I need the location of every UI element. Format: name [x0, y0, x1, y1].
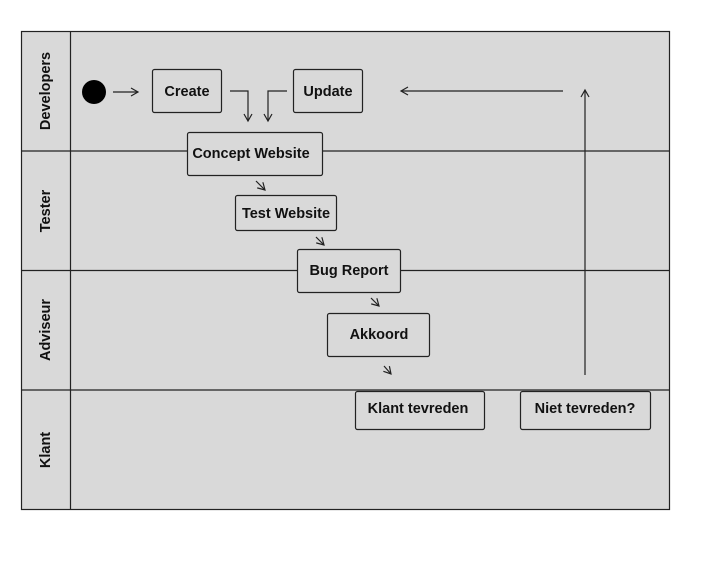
node-bug-report[interactable]: Bug Report: [296, 248, 402, 294]
node-niet-tevreden-label: Niet tevreden?: [535, 401, 636, 417]
node-create[interactable]: Create: [151, 68, 223, 114]
lane-label-klant: Klant: [38, 432, 54, 468]
node-update-box: [292, 68, 364, 114]
node-test-website[interactable]: Test Website: [234, 194, 338, 232]
arrow-create-to-concept: [230, 90, 253, 123]
arrow-bug-to-akkoord: [370, 297, 380, 307]
node-akkoord-box: [326, 312, 431, 358]
arrow-test-to-bug: [315, 236, 325, 246]
lane-label-developers: Developers: [38, 52, 54, 130]
node-test-website-box: [234, 194, 338, 232]
lane-label-adviseur: Adviseur: [38, 299, 54, 361]
node-update-label: Update: [303, 84, 352, 100]
node-niet-tevreden-box: [519, 390, 652, 431]
node-bug-report-box: [296, 248, 402, 294]
node-akkoord[interactable]: Akkoord: [326, 312, 431, 358]
node-klant-tevreden-label: Klant tevreden: [368, 401, 469, 417]
arrow-concept-to-test: [255, 180, 266, 191]
node-niet-tevreden[interactable]: Niet tevreden?: [519, 390, 652, 431]
node-klant-tevreden[interactable]: Klant tevreden: [354, 390, 486, 431]
node-concept-website-box: [186, 131, 324, 177]
node-bug-report-label: Bug Report: [310, 263, 389, 279]
start-node: [82, 80, 106, 104]
node-klant-tevreden-box: [354, 390, 486, 431]
lane-label-tester: Tester: [38, 189, 54, 232]
arrow-update-to-concept: [263, 90, 287, 123]
arrow-akkoord-to-klant: [383, 365, 392, 375]
node-update[interactable]: Update: [292, 68, 364, 114]
node-akkoord-label: Akkoord: [350, 327, 409, 343]
node-concept-website[interactable]: Concept Website: [186, 131, 324, 177]
node-test-website-label: Test Website: [242, 206, 330, 222]
node-create-box: [151, 68, 223, 114]
node-create-label: Create: [164, 84, 209, 100]
node-concept-website-label: Concept Website: [192, 146, 309, 162]
